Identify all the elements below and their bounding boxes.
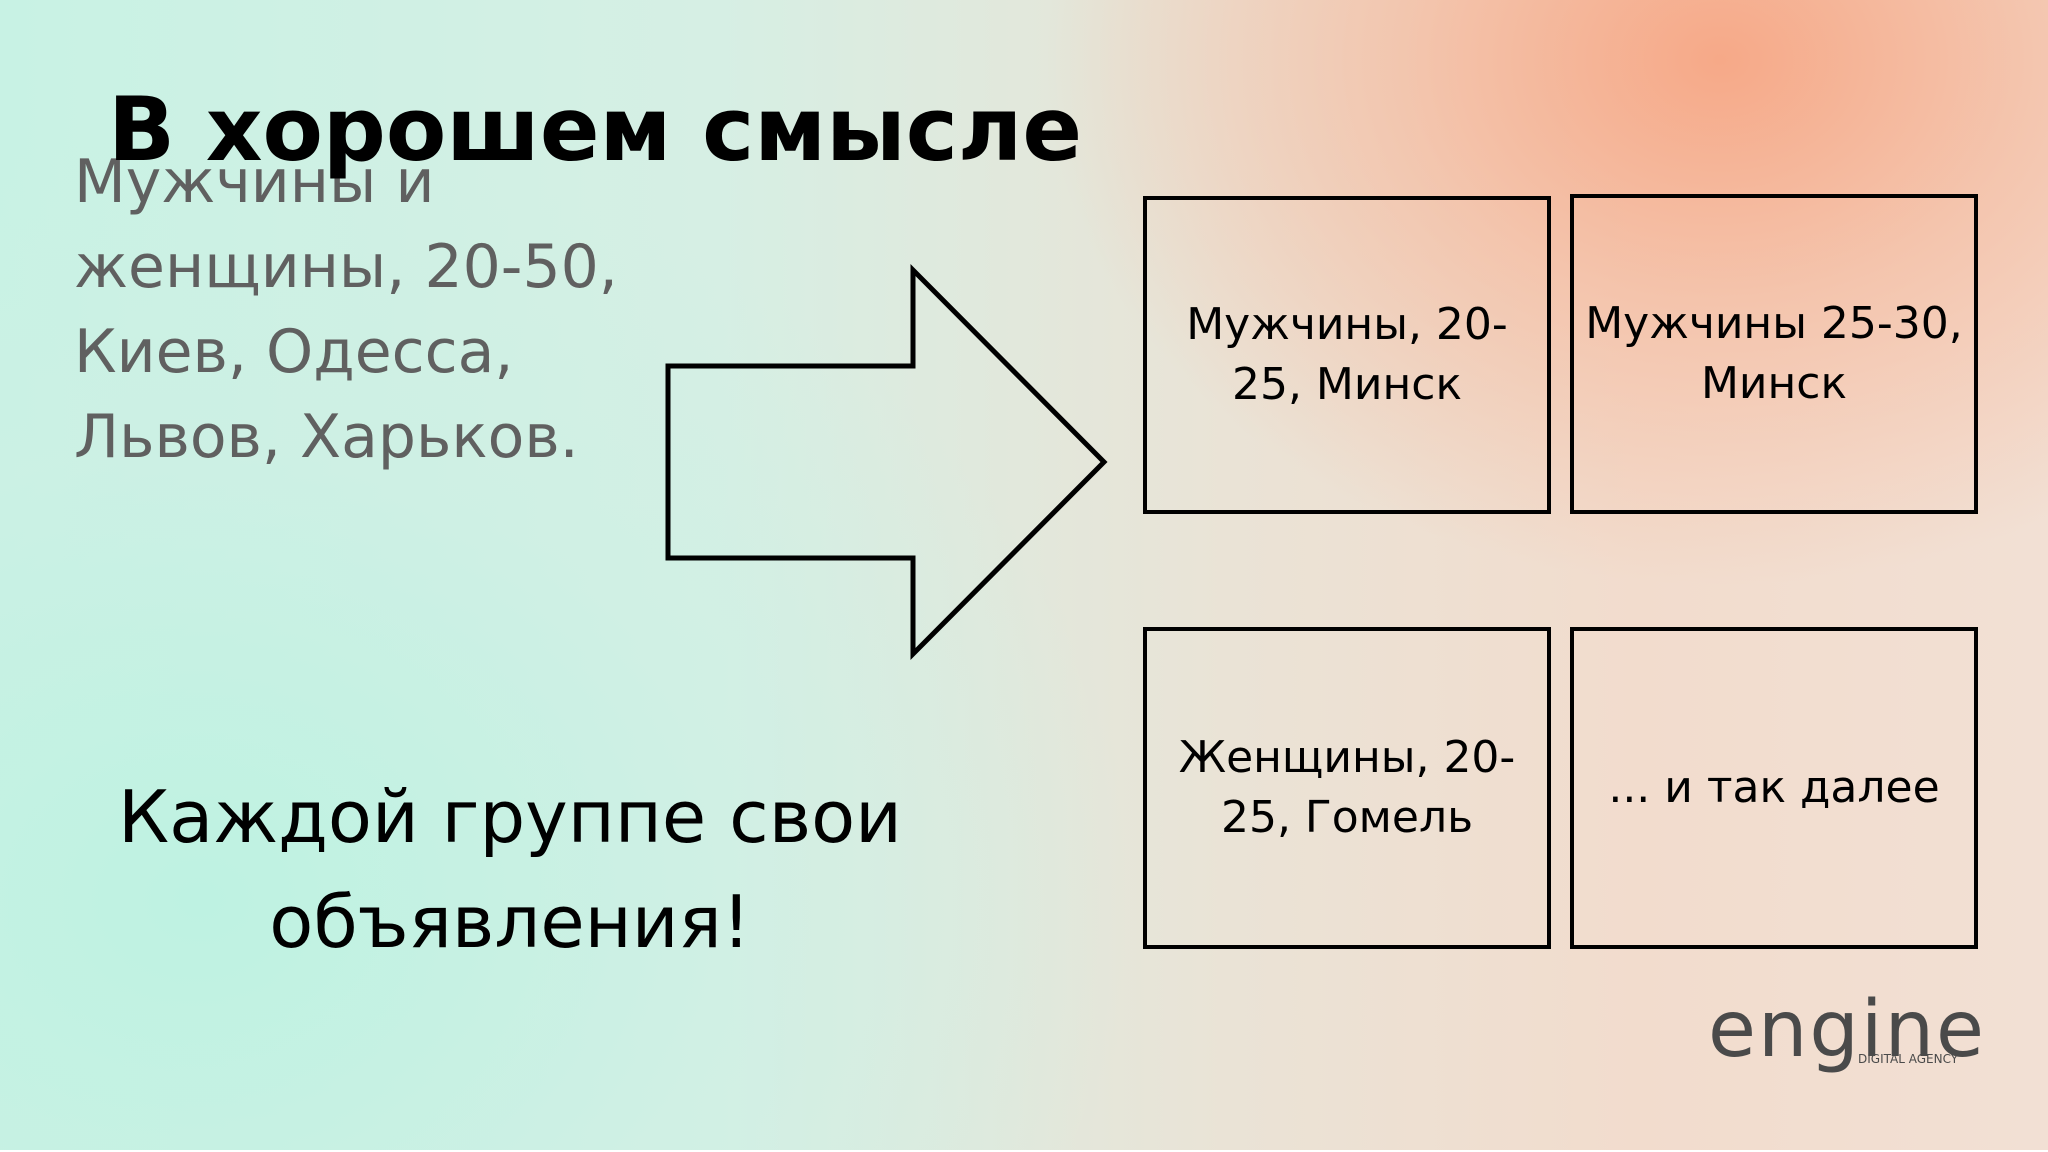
segment-box: Мужчины 25-30, Минск: [1570, 194, 1978, 514]
source-audience-text: Мужчины и женщины, 20-50, Киев, Одесса, …: [74, 147, 618, 472]
slide-title: В хорошем смысле: [108, 78, 1083, 181]
right-arrow-icon: [665, 263, 1108, 661]
segment-box: ... и так далее: [1570, 627, 1978, 949]
segment-label: Женщины, 20-25, Гомель: [1178, 732, 1516, 843]
tagline-text: Каждой группе свои объявления!: [118, 775, 902, 964]
segment-box: Мужчины, 20-25, Минск: [1143, 196, 1551, 514]
logo-subtitle: DIGITAL AGENCY: [1858, 1052, 1959, 1066]
logo-wordmark: engine: [1708, 985, 1987, 1075]
bottom-edge: [0, 1150, 2048, 1152]
segment-label: Мужчины, 20-25, Минск: [1186, 299, 1508, 410]
segment-box: Женщины, 20-25, Гомель: [1143, 627, 1551, 949]
segment-label: ... и так далее: [1608, 762, 1940, 813]
segment-label: Мужчины 25-30, Минск: [1585, 298, 1963, 409]
engine-logo: engine DIGITAL AGENCY: [1708, 990, 1984, 1090]
